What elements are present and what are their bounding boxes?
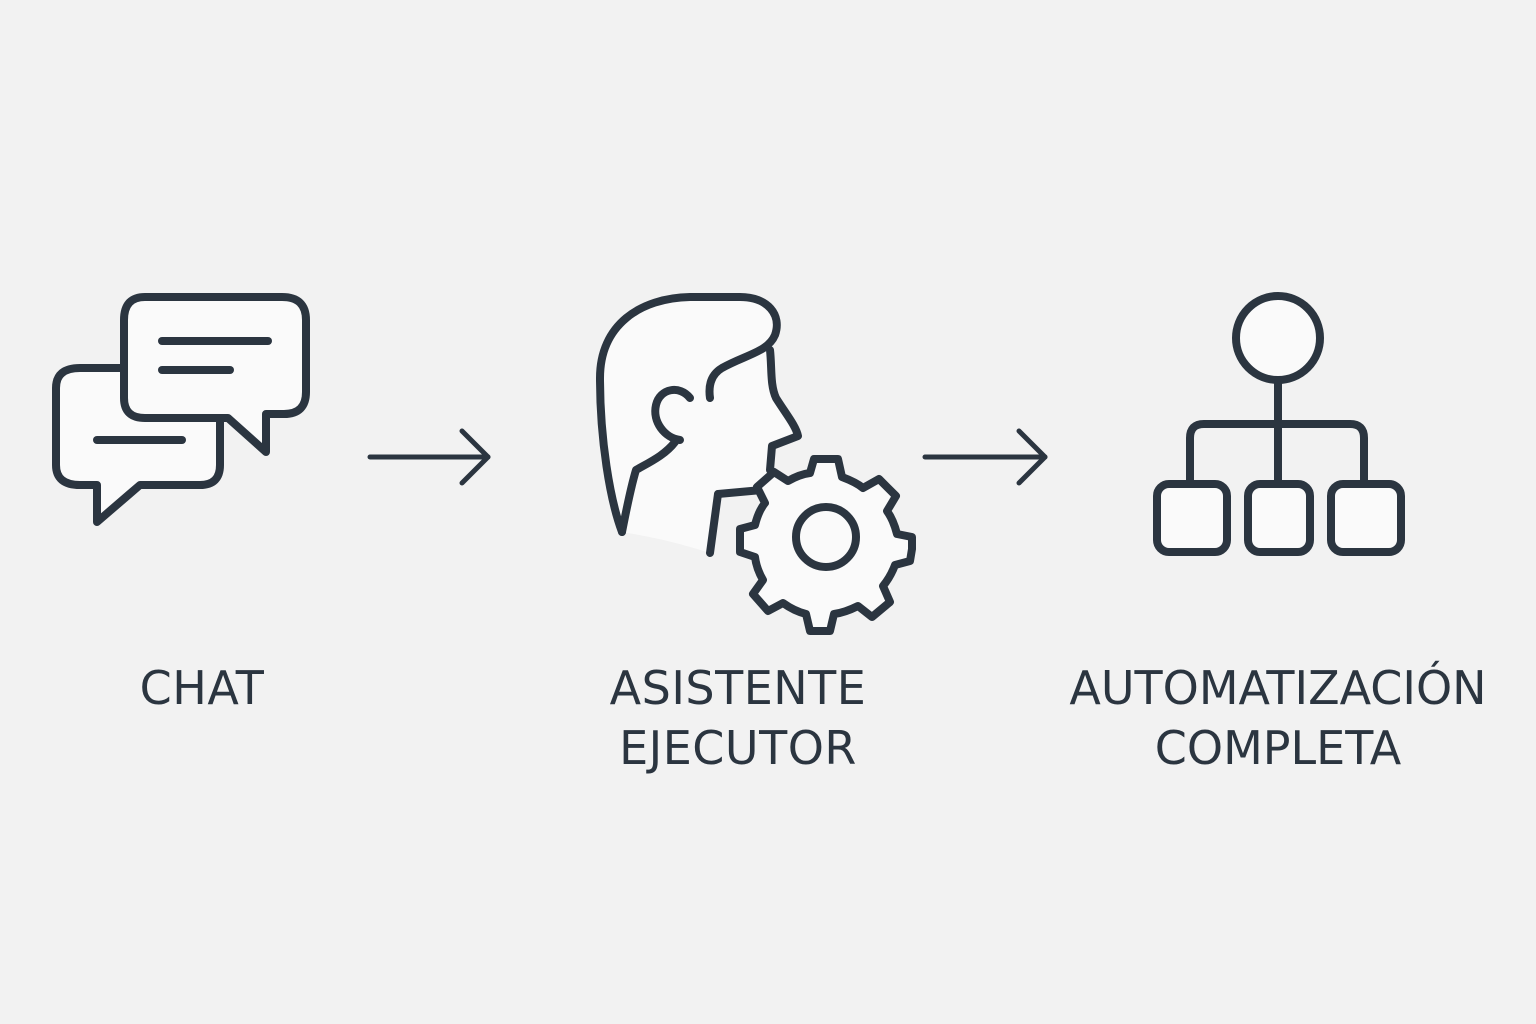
step-label-asistente-ejecutor: ASISTENTE EJECUTOR <box>588 658 888 778</box>
step-label-line: CHAT <box>139 661 265 715</box>
right-arrow-icon <box>360 425 500 494</box>
chat-bubbles-icon <box>40 285 330 535</box>
hierarchy-org-chart-icon <box>1145 285 1415 565</box>
right-arrow-icon <box>915 425 1055 494</box>
step-label-line: ASISTENTE <box>609 661 867 715</box>
step-label-line: EJECUTOR <box>619 721 857 775</box>
step-label-line: COMPLETA <box>1154 721 1402 775</box>
step-label-chat: CHAT <box>102 658 302 718</box>
step-label-automatizacion-completa: AUTOMATIZACIÓN COMPLETA <box>1060 658 1496 778</box>
person-with-gear-icon <box>585 285 925 635</box>
step-label-line: AUTOMATIZACIÓN <box>1069 661 1487 715</box>
